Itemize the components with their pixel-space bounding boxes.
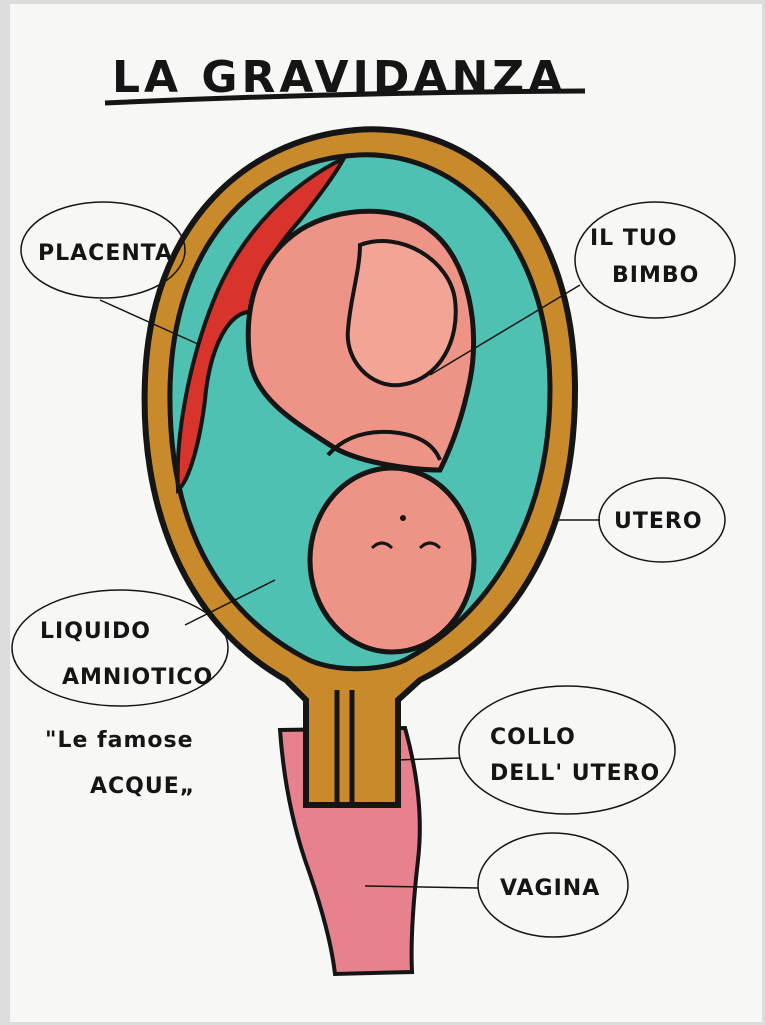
collo-label-line1: COLLO xyxy=(490,725,576,750)
collo-label-line2: DELL' UTERO xyxy=(490,761,660,786)
bimbo-bubble xyxy=(575,202,735,318)
vagina-label: VAGINA xyxy=(500,876,600,901)
baby-nose xyxy=(400,515,406,521)
collo-bubble xyxy=(459,686,675,814)
bimbo-label-line2: BIMBO xyxy=(612,263,699,288)
liquido-label-line1: LIQUIDO xyxy=(40,619,151,644)
utero-label: UTERO xyxy=(614,509,703,534)
acque-label-line1: "Le famose xyxy=(45,728,194,753)
placenta-label: PLACENTA xyxy=(38,241,173,266)
baby-head xyxy=(310,468,474,652)
liquido-label-line2: AMNIOTICO xyxy=(62,665,213,690)
bimbo-label-line1: IL TUO xyxy=(590,226,677,251)
acque-label-line2: ACQUE„ xyxy=(90,774,195,799)
